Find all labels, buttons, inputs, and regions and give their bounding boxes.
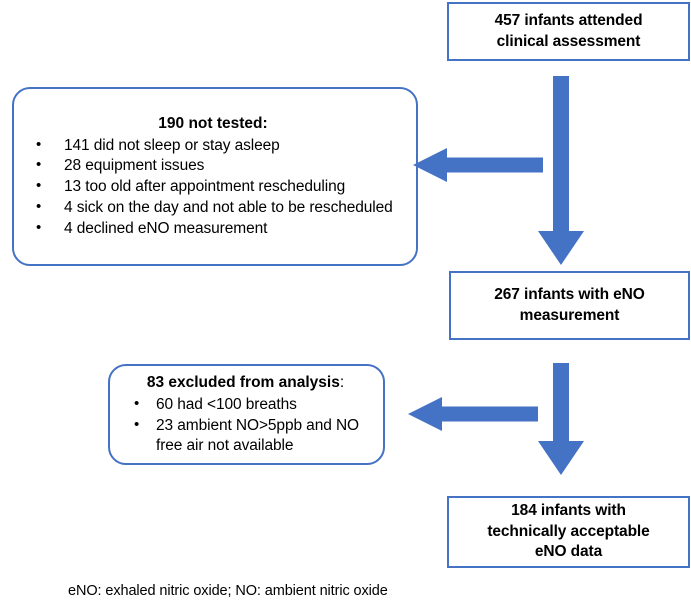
box-acceptable-line3: eNO data xyxy=(534,543,603,561)
footnote-abbreviations: eNO: exhaled nitric oxide; NO: ambient n… xyxy=(68,583,388,599)
box-not-tested-heading: 190 not tested: xyxy=(158,114,268,132)
box-excluded-heading-colon: : xyxy=(339,374,345,392)
list-item: 28 equipment issues xyxy=(24,155,402,177)
list-item: 60 had <100 breaths xyxy=(120,394,371,415)
box-attended-line1: 457 infants attended xyxy=(494,12,643,30)
box-acceptable-line2: technically acceptable xyxy=(487,522,650,540)
box-excluded-heading-bold: 83 excluded from analysis xyxy=(146,374,340,392)
box-measured-eno: 267 infants with eNO measurement xyxy=(449,271,690,340)
list-item: 141 did not sleep or stay asleep xyxy=(24,135,402,157)
box-not-tested: 190 not tested: 141 did not sleep or sta… xyxy=(12,87,418,266)
list-item: 23 ambient NO>5ppb and NO free air not a… xyxy=(120,414,371,456)
box-not-tested-bullet-list: 141 did not sleep or stay asleep 28 equi… xyxy=(24,135,402,240)
list-item: 13 too old after appointment reschedulin… xyxy=(24,176,402,198)
box-measured-line1: 267 infants with eNO xyxy=(494,286,645,304)
arrow-left-icon-to-excluded xyxy=(408,394,538,434)
box-excluded-from-analysis: 83 excluded from analysis: 60 had <100 b… xyxy=(108,364,385,465)
arrow-down-icon-attended-to-measured xyxy=(536,76,586,267)
box-attended-assessment: 457 infants attended clinical assessment xyxy=(447,2,690,61)
arrow-left-icon-to-not-tested xyxy=(413,145,543,185)
list-item: 4 sick on the day and not able to be res… xyxy=(24,197,402,219)
box-acceptable-eno-data: 184 infants with technically acceptable … xyxy=(447,496,690,568)
box-excluded-heading: 83 excluded from analysis: xyxy=(120,373,371,393)
box-acceptable-line1: 184 infants with xyxy=(511,502,626,520)
list-item: 4 declined eNO measurement xyxy=(24,218,402,240)
box-measured-line2: measurement xyxy=(519,306,620,324)
arrow-down-icon-measured-to-acceptable xyxy=(536,363,586,477)
box-attended-line2: clinical assessment xyxy=(496,32,641,50)
box-excluded-bullet-list: 60 had <100 breaths 23 ambient NO>5ppb a… xyxy=(120,394,371,456)
